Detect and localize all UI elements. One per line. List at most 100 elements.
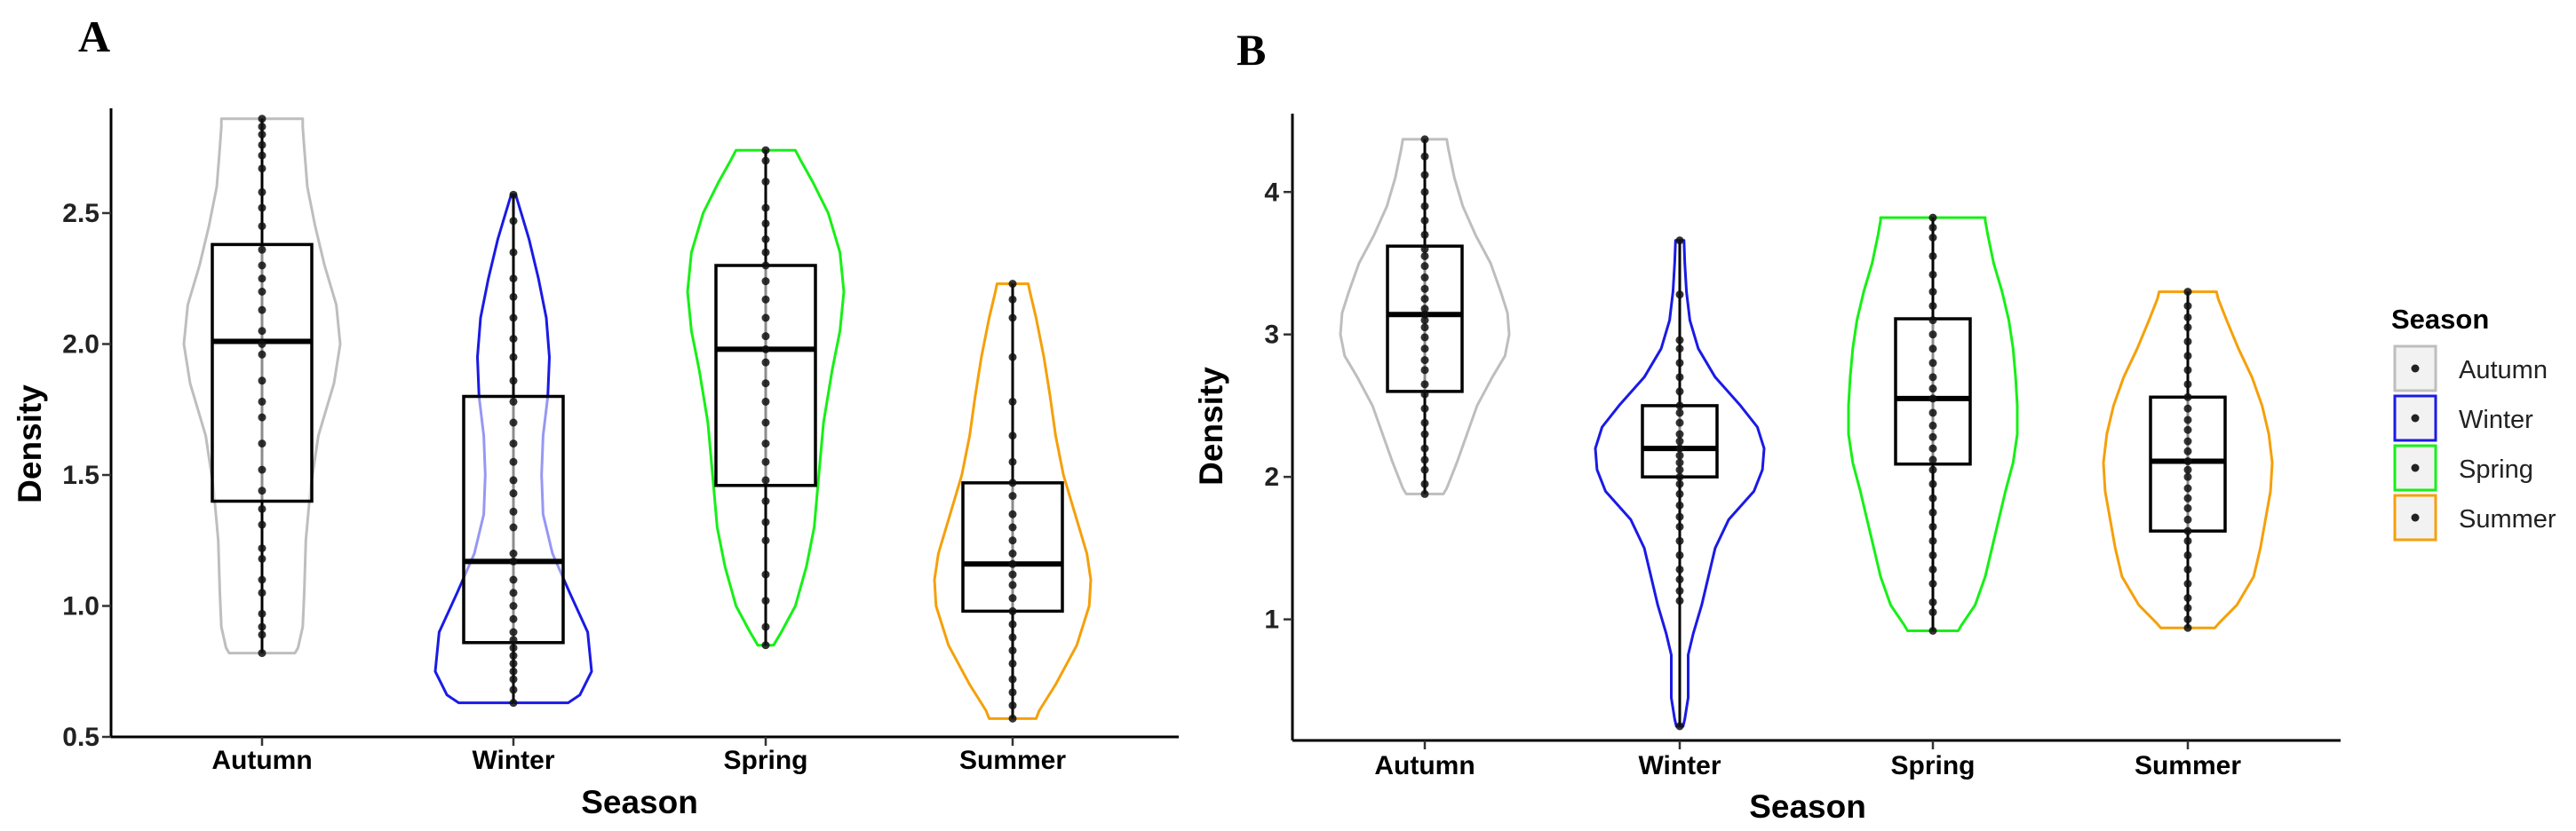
panel-a-autumn-data-point: [258, 245, 266, 254]
panel-a-summer-data-point: [1008, 457, 1017, 466]
panel-a-spring-data-point: [761, 344, 770, 353]
panel-a-spring-data-point: [761, 219, 770, 228]
panel-a-summer-data-point: [1008, 570, 1017, 579]
panel-a-autumn-data-point: [258, 305, 266, 314]
legend-key-dot-winter: [2411, 414, 2420, 423]
panel-b-spring-data-point: [1928, 421, 1937, 430]
panel-a-winter-data-point: [509, 636, 518, 645]
panel-a-spring-data-point: [761, 295, 770, 304]
panel-b-summer-data-point: [2183, 623, 2192, 632]
panel-a-autumn-data-point: [258, 520, 266, 529]
panel-b-winter-data-point: [1675, 444, 1684, 453]
panel-b-summer-violin: [2102, 290, 2274, 629]
panel-a-autumn-data-point: [258, 413, 266, 422]
panel-b-y-tick-label: 4: [1264, 178, 1279, 207]
panel-a-winter-data-point: [509, 675, 518, 684]
panel-b-winter-data-point: [1675, 472, 1684, 481]
legend-key-summer: [2393, 494, 2437, 542]
panel-a-autumn-data-point: [258, 203, 266, 212]
panel-b-winter-data-point: [1675, 236, 1684, 245]
panel-b-summer-data-point: [2183, 416, 2192, 424]
panel-a-winter-data-point: [509, 699, 518, 708]
panel-a-winter-data-point: [509, 659, 518, 668]
panel-a-winter-data-point: [509, 489, 518, 498]
panel-a-spring-data-point: [761, 261, 770, 270]
panel-a-winter-data-point: [509, 685, 518, 694]
panel-b-spring-data-point: [1928, 626, 1937, 635]
panel-a-spring-data-point: [761, 457, 770, 466]
panel-b-autumn-data-point: [1420, 295, 1429, 304]
panel-a-winter-data-point: [509, 217, 518, 226]
panel-a-autumn-data-point: [258, 274, 266, 283]
panel-b-autumn-data-point: [1420, 310, 1429, 319]
panel-b-summer-data-point: [2183, 425, 2192, 434]
panel-b-winter-data-point: [1675, 458, 1684, 467]
panel-a-spring-data-point: [761, 397, 770, 406]
panel-a-spring-data-point: [761, 248, 770, 257]
panel-b-autumn-category-label: Autumn: [1374, 751, 1475, 780]
panel-b-autumn-data-point: [1420, 135, 1429, 144]
panel-b-autumn-data-point: [1420, 455, 1429, 464]
panel-b-winter-data-point: [1675, 489, 1684, 498]
panel-a-spring-data-point: [761, 156, 770, 165]
panel-b-autumn-data-point: [1420, 444, 1429, 453]
panel-a-spring-data-point: [761, 277, 770, 286]
panel-a-winter-group: Winter: [433, 190, 593, 775]
panel-a-spring-data-point: [761, 146, 770, 154]
panel-b-winter-data-point: [1675, 359, 1684, 368]
panel-b-spring-data-point: [1928, 536, 1937, 545]
panel-b-autumn-data-point: [1420, 356, 1429, 365]
legend-label-autumn: Autumn: [2459, 356, 2548, 384]
panel-a-winter-data-point: [509, 575, 518, 584]
panel-a-autumn-box: [211, 242, 314, 503]
panel-a-autumn-data-point: [258, 140, 266, 149]
panel-b-y-tick-label: 2: [1264, 463, 1279, 492]
panel-b-winter-data-point: [1675, 418, 1684, 427]
panel-a-autumn-data-point: [258, 439, 266, 448]
panel-b-summer-data-point: [2183, 392, 2192, 401]
panel-a-summer-data-point: [1008, 606, 1017, 615]
panel-b-autumn-data-point: [1420, 333, 1429, 342]
panel-a-spring-group: Spring: [686, 146, 846, 775]
panel-a-winter-data-point: [509, 457, 518, 466]
panel-a-autumn-data-point: [258, 504, 266, 513]
panel-b-summer-data-point: [2183, 404, 2192, 413]
panel-b-winter-data-point: [1675, 430, 1684, 439]
panel-b-spring-data-point: [1928, 522, 1937, 531]
panel-b-spring-data-point: [1928, 223, 1937, 232]
panel-b-x-axis-title: Season: [1749, 788, 1866, 825]
panel-b-summer-data-point: [2183, 288, 2192, 297]
panel-a-autumn-data-point: [258, 350, 266, 359]
panel-b-winter-data-point: [1675, 501, 1684, 510]
panel-a-y-axis-title: Density: [12, 384, 48, 503]
panel-a-summer-data-point: [1008, 688, 1017, 697]
panel-b-autumn-data-point: [1420, 284, 1429, 293]
panel-a-summer-data-point: [1008, 536, 1017, 545]
panel-a-summer-data-point: [1008, 594, 1017, 603]
panel-b-summer-data-point: [2183, 550, 2192, 559]
panel-a-summer-data-point: [1008, 646, 1017, 655]
panel-b-spring-data-point: [1928, 432, 1937, 441]
panel-a-summer-data-point: [1008, 295, 1017, 304]
panel-a-spring-data-point: [761, 178, 770, 186]
panel-b-winter-data-point: [1675, 465, 1684, 474]
panel-a-summer-data-point: [1008, 397, 1017, 406]
panel-b-summer-data-point: [2183, 465, 2192, 474]
panel-b-winter-data-point: [1675, 587, 1684, 596]
panel-a-spring-data-point: [761, 597, 770, 605]
legend-title: Season: [2391, 304, 2489, 335]
panel-a-spring-data-point: [761, 332, 770, 341]
panel-a-winter-data-point: [509, 190, 518, 199]
panel-b-summer-data-point: [2183, 337, 2192, 346]
legend-key-dot-spring: [2411, 463, 2420, 472]
panel-a-winter-data-point: [509, 352, 518, 361]
panel-b-summer-group: Summer: [2102, 288, 2274, 780]
panel-b-summer-data-point: [2183, 565, 2192, 574]
panel-b-winter-data-point: [1675, 336, 1684, 344]
panel-a-spring-data-point: [761, 497, 770, 505]
panel-b-autumn-data-point: [1420, 230, 1429, 239]
panel-a-spring-data-point: [761, 313, 770, 322]
